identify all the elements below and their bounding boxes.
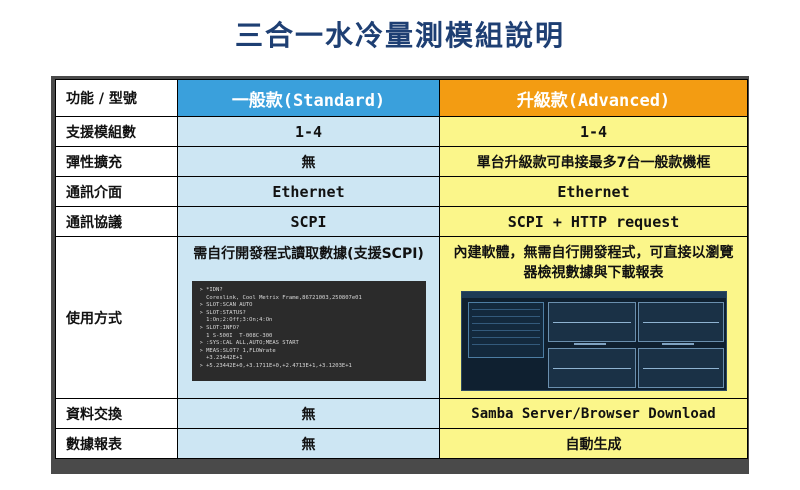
row-label: 資料交換 (55, 398, 178, 429)
cell-advanced: 單台升級款可串接最多7台一般款機框 (439, 146, 748, 177)
terminal-line: > +5.23442E+0,+3.1711E+0,+2.4713E+1,+3.1… (199, 362, 352, 369)
dashboard-data-table (467, 302, 544, 358)
terminal-line: 1 S-500I T-008C-300 (199, 332, 273, 339)
terminal-line: > SLOT:SCAN AUTO (199, 302, 253, 309)
dashboard-chart-caption (661, 343, 694, 345)
cell-standard: 無 (177, 146, 440, 177)
terminal-line: > MEAS:SLOT? 1,FLOWrate (199, 347, 276, 354)
header-standard: 一般款(Standard) (177, 79, 440, 117)
usage-standard-text: 需自行開發程式讀取數據(支援SCPI) (193, 246, 424, 262)
dashboard-chart-panel (547, 348, 636, 388)
cell-standard: SCPI (177, 206, 440, 237)
row-label: 通訊協議 (55, 206, 178, 237)
terminal-line: > *IDN? (199, 287, 223, 293)
cell-standard: Ethernet (177, 176, 440, 207)
table-row: 資料交換 無 Samba Server/Browser Download (55, 398, 748, 429)
table-row: 彈性擴充 無 單台升級款可串接最多7台一般款機框 (55, 146, 748, 177)
terminal-line: > :SYS:CAL ALL,AUTO;MEAS START (199, 340, 299, 347)
cell-standard: 無 (177, 398, 440, 429)
table-header-row: 功能 / 型號 一般款(Standard) 升級款(Advanced) (55, 79, 748, 117)
dashboard-topbar (461, 292, 726, 298)
row-label: 數據報表 (55, 428, 178, 459)
row-label: 彈性擴充 (55, 146, 178, 177)
row-label: 通訊介面 (55, 176, 178, 207)
table-row: 數據報表 無 自動生成 (55, 428, 748, 459)
dashboard-chart-panel (637, 302, 724, 342)
cell-advanced: SCPI + HTTP request (439, 206, 748, 237)
terminal-line: > SLOT:STATUS? (199, 309, 246, 316)
terminal-line: Coreslink, Cool Metrix Frame,86721003,25… (199, 294, 362, 301)
dashboard-chart-panel (547, 302, 636, 342)
browser-dashboard-screenshot-icon (460, 291, 727, 391)
terminal-screenshot-icon: > *IDN? Coreslink, Cool Metrix Frame,867… (191, 281, 426, 381)
terminal-line: +3.23442E+1 (199, 355, 243, 362)
terminal-line: > SLOT:INFO? (199, 324, 240, 331)
cell-standard: 1-4 (177, 116, 440, 147)
cell-standard: 需自行開發程式讀取數據(支援SCPI) > *IDN? Coreslink, C… (177, 236, 440, 399)
table-row: 通訊介面 Ethernet Ethernet (55, 176, 748, 207)
dashboard-chart-caption (573, 343, 606, 345)
table-row: 支援模組數 1-4 1-4 (55, 116, 748, 147)
cell-advanced: 內建軟體，無需自行開發程式，可直接以瀏覽器檢視數據與下載報表 (439, 236, 748, 399)
table-row: 使用方式 需自行開發程式讀取數據(支援SCPI) > *IDN? Coresli… (55, 236, 748, 399)
cell-standard: 無 (177, 428, 440, 459)
cell-advanced: 1-4 (439, 116, 748, 147)
row-label: 使用方式 (55, 236, 178, 399)
comparison-table: 功能 / 型號 一般款(Standard) 升級款(Advanced) 支援模組… (55, 79, 748, 459)
cell-advanced: Samba Server/Browser Download (439, 398, 748, 429)
page-title: 三合一水冷量測模組說明 (234, 19, 565, 52)
usage-advanced-text: 內建軟體，無需自行開發程式，可直接以瀏覽器檢視數據與下載報表 (453, 245, 734, 281)
row-label: 支援模組數 (55, 116, 178, 147)
header-advanced: 升級款(Advanced) (439, 79, 748, 117)
table-row: 通訊協議 SCPI SCPI + HTTP request (55, 206, 748, 237)
dashboard-chart-panel (637, 348, 724, 388)
header-label: 功能 / 型號 (55, 79, 178, 117)
cell-advanced: 自動生成 (439, 428, 748, 459)
cell-advanced: Ethernet (439, 176, 748, 207)
terminal-line: 1:On;2:Off;3:On;4:On (199, 317, 273, 324)
